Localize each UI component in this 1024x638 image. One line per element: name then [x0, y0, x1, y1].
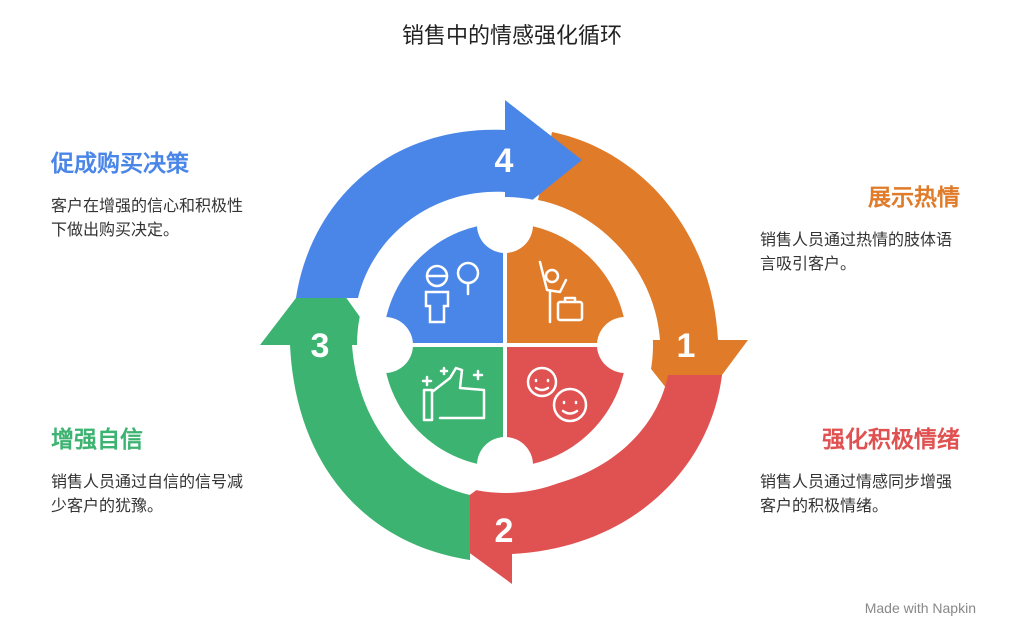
step-number-2: 2: [495, 512, 514, 550]
step-1-heading: 展示热情: [868, 185, 960, 211]
decision-person-icon: [424, 261, 480, 324]
step-2-description: 销售人员通过情感同步增强客户的积极情绪。: [760, 472, 953, 515]
arrow-step-1: [538, 132, 748, 418]
quadrant-1: [505, 223, 627, 345]
enthusiasm-gesture-icon: [538, 260, 584, 324]
arrow-step-2: [430, 375, 722, 584]
step-2-block: 强化积极情绪 销售人员通过情感同步增强客户的积极情绪。: [760, 420, 960, 518]
watermark: Made with Napkin: [864, 600, 976, 616]
step-4-block: 促成购买决策 客户在增强的信心和积极性下做出购买决定。: [51, 144, 251, 242]
step-number-1: 1: [677, 327, 696, 365]
step-1-description: 销售人员通过热情的肢体语言吸引客户。: [760, 230, 953, 273]
step-4-heading: 促成购买决策: [51, 151, 189, 177]
happy-faces-icon: [526, 366, 588, 423]
arrow-step-3: [260, 264, 470, 560]
arrow-step-4: [296, 100, 582, 298]
step-number-4: 4: [495, 142, 514, 180]
step-number-3: 3: [311, 327, 330, 365]
step-3-description: 销售人员通过自信的信号减少客户的犹豫。: [51, 472, 244, 515]
step-3-block: 增强自信 销售人员通过自信的信号减少客户的犹豫。: [51, 420, 251, 518]
thumbs-up-icon: [421, 366, 486, 422]
step-2-heading: 强化积极情绪: [822, 427, 960, 453]
step-4-description: 客户在增强的信心和积极性下做出购买决定。: [51, 196, 244, 239]
quadrant-2: [505, 345, 627, 467]
step-1-block: 展示热情 销售人员通过热情的肢体语言吸引客户。: [760, 178, 960, 276]
page-title: 销售中的情感强化循环: [401, 24, 622, 49]
step-3-heading: 增强自信: [51, 427, 143, 453]
